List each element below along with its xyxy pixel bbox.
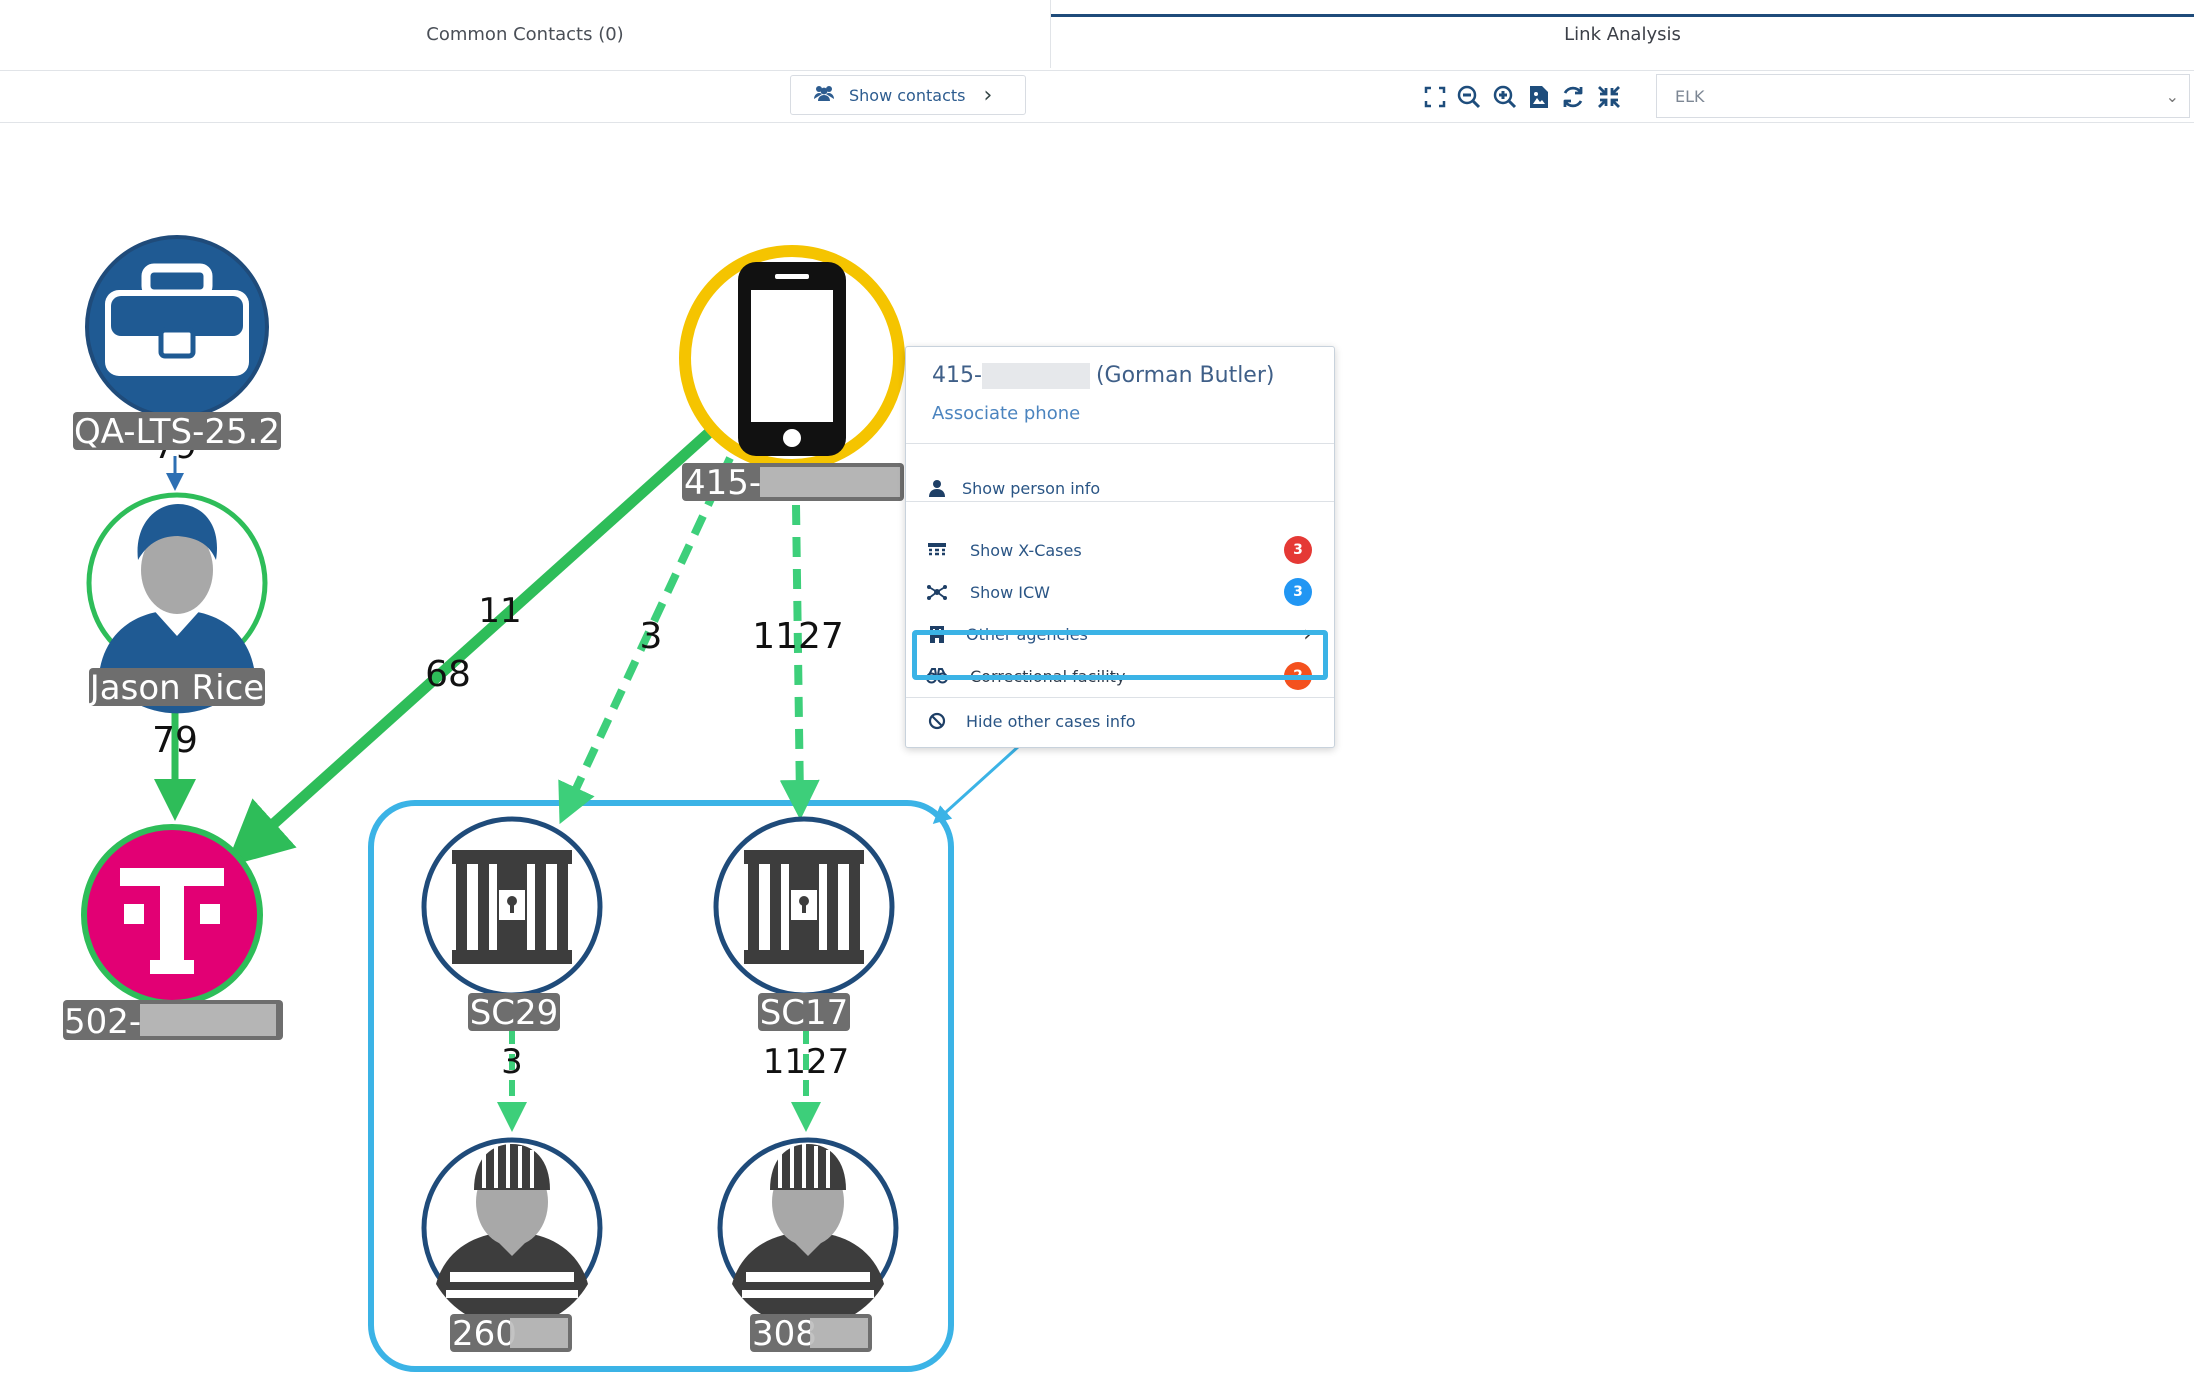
redaction-blur bbox=[140, 1004, 276, 1036]
menu-item-label: Show X-Cases bbox=[970, 540, 1082, 560]
menu-item-label: Show person info bbox=[962, 478, 1101, 498]
node-label-inmate1: 260 bbox=[452, 1314, 517, 1354]
context-menu-title: 415- (Gorman Butler) bbox=[932, 363, 1274, 389]
redaction-blur bbox=[510, 1318, 568, 1348]
edge-label: 68 bbox=[425, 654, 471, 695]
highlight-frame bbox=[912, 630, 1328, 680]
edge-label: 3 bbox=[501, 1042, 523, 1082]
inmate-icon bbox=[732, 1144, 884, 1328]
menu-divider bbox=[906, 443, 1334, 444]
redaction-blur bbox=[760, 467, 900, 497]
edge-label: 3 bbox=[640, 616, 663, 657]
menu-divider bbox=[906, 697, 1334, 698]
context-menu-subtitle: Associate phone bbox=[932, 403, 1081, 424]
chevron-right-icon: › bbox=[983, 82, 993, 108]
tab-bar: Common Contacts (0) Link Analysis bbox=[0, 0, 2194, 71]
node-label-facility1: SC29 bbox=[470, 993, 559, 1033]
node-label-phone: 415- bbox=[684, 463, 761, 503]
network-icon bbox=[926, 581, 948, 603]
show-contacts-label: Show contacts bbox=[849, 85, 966, 105]
link-analysis-graph[interactable]: 79 79 11 68 3 1127 3 1127 QA-LTS-25.2 Ja… bbox=[0, 123, 2194, 1374]
node-facility2[interactable] bbox=[713, 816, 895, 998]
menu-item-show-x-cases[interactable]: Show X-Cases 3 bbox=[906, 532, 1334, 568]
graph-toolbar: Show contacts › ELK ⌄ bbox=[0, 70, 2194, 123]
node-context-menu: 415- (Gorman Butler) Associate phone Show… bbox=[905, 346, 1335, 748]
node-phone[interactable] bbox=[679, 245, 905, 471]
edge-label: 11 bbox=[478, 591, 521, 631]
menu-item-label: Hide other cases info bbox=[966, 711, 1136, 731]
edge-label: 79 bbox=[152, 720, 198, 761]
node-label-bg bbox=[73, 412, 281, 450]
node-inmate1[interactable] bbox=[421, 1137, 603, 1328]
node-inmate2[interactable] bbox=[717, 1137, 899, 1328]
node-label-case: QA-LTS-25.2 bbox=[74, 412, 280, 452]
node-label-bg bbox=[468, 993, 560, 1031]
edge-phone-facility2[interactable] bbox=[779, 504, 820, 820]
menu-divider bbox=[906, 501, 1334, 502]
menu-item-show-person-info[interactable]: Show person info bbox=[906, 470, 1334, 506]
layout-select[interactable]: ELK ⌄ bbox=[1656, 74, 2190, 118]
briefcase-icon bbox=[105, 263, 249, 376]
context-menu-phone-prefix: 415- bbox=[932, 363, 982, 388]
node-facility1[interactable] bbox=[421, 816, 603, 998]
tab-link-analysis-label: Link Analysis bbox=[1564, 23, 1681, 45]
node-label-bg bbox=[758, 993, 850, 1031]
edge-label: 1127 bbox=[752, 616, 844, 657]
menu-item-label: Show ICW bbox=[970, 582, 1050, 602]
node-label-inmate2: 308 bbox=[752, 1314, 817, 1354]
people-icon bbox=[813, 85, 835, 105]
node-label-bg bbox=[89, 668, 265, 706]
context-menu-person-name: (Gorman Butler) bbox=[1095, 363, 1275, 388]
tab-common-contacts[interactable]: Common Contacts (0) bbox=[0, 0, 1051, 68]
jail-icon bbox=[744, 850, 864, 964]
redaction-blur bbox=[810, 1318, 868, 1348]
refresh-icon[interactable] bbox=[1558, 82, 1588, 112]
layout-select-value: ELK bbox=[1675, 86, 1705, 106]
icw-count-badge: 3 bbox=[1284, 578, 1312, 606]
menu-item-show-icw[interactable]: Show ICW 3 bbox=[906, 574, 1334, 610]
jail-icon bbox=[452, 850, 572, 964]
zoom-out-icon[interactable] bbox=[1454, 82, 1484, 112]
chevron-down-icon: ⌄ bbox=[2165, 87, 2179, 106]
node-label-facility2: SC17 bbox=[760, 993, 849, 1033]
node-label-carrier: 502- bbox=[64, 1002, 141, 1042]
edge-label: 1127 bbox=[763, 1042, 850, 1082]
tab-link-analysis[interactable]: Link Analysis bbox=[1051, 0, 2194, 68]
node-label-person: Jason Rice bbox=[88, 668, 264, 708]
redaction-blur bbox=[981, 363, 1090, 389]
x-cases-count-badge: 3 bbox=[1284, 536, 1312, 564]
t-mobile-logo bbox=[120, 868, 224, 974]
edge-phone-carrier[interactable] bbox=[225, 425, 716, 868]
node-carrier[interactable] bbox=[81, 824, 263, 1006]
zoom-in-icon[interactable] bbox=[1490, 82, 1520, 112]
fit-screen-icon[interactable] bbox=[1420, 82, 1450, 112]
block-icon bbox=[926, 710, 948, 732]
facility-group-frame bbox=[368, 800, 954, 1372]
phone-icon bbox=[738, 262, 846, 456]
menu-item-hide-other-cases[interactable]: Hide other cases info bbox=[906, 703, 1334, 739]
x-cases-icon bbox=[926, 539, 948, 561]
export-image-icon[interactable] bbox=[1524, 82, 1554, 112]
show-contacts-button[interactable]: Show contacts › bbox=[790, 75, 1026, 115]
node-case[interactable] bbox=[85, 235, 269, 419]
collapse-icon[interactable] bbox=[1594, 82, 1624, 112]
person-icon bbox=[926, 477, 948, 499]
inmate-icon bbox=[436, 1144, 588, 1328]
